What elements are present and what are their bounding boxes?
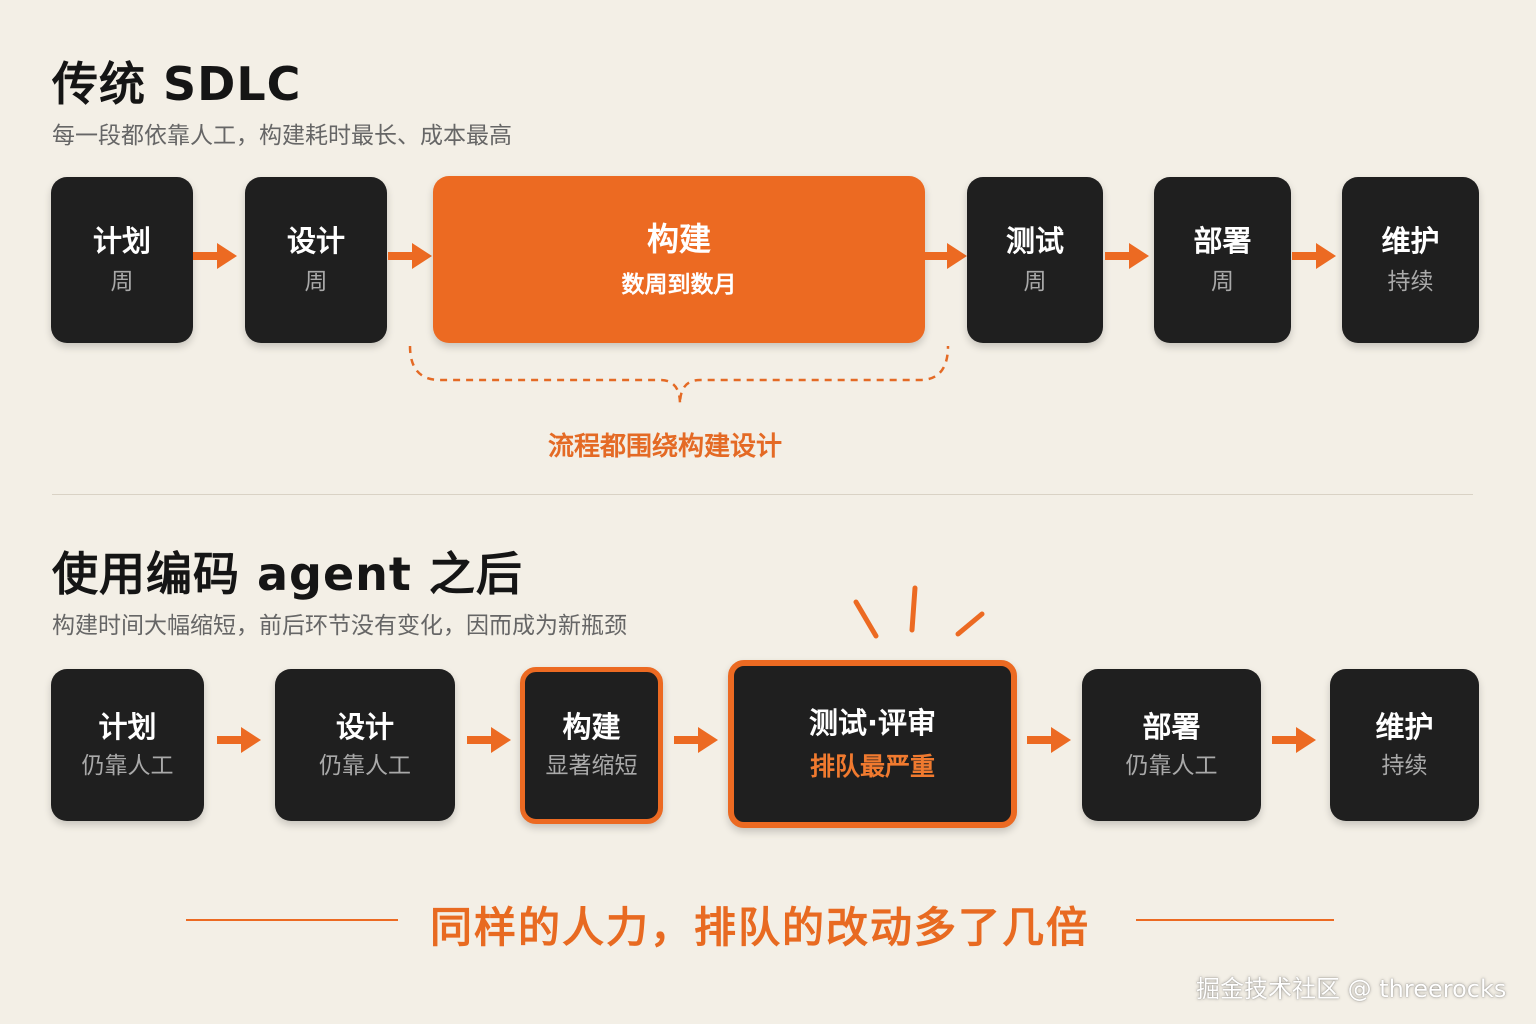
arrow-right-icon (1105, 243, 1149, 269)
step-status: 显著缩短 (545, 753, 638, 780)
brace-note: 流程都围绕构建设计 (548, 432, 783, 462)
arrow-right-icon (674, 727, 718, 753)
section-2-subtitle: 构建时间大幅缩短，前后环节没有变化，因而成为新瓶颈 (52, 613, 627, 639)
step-maintain: 维护 持续 (1330, 669, 1479, 821)
step-maintain: 维护 持续 (1342, 177, 1479, 343)
arrow-right-icon (217, 727, 261, 753)
step-status: 仍靠人工 (319, 752, 411, 779)
step-label: 计划 (92, 223, 151, 258)
step-label: 设计 (335, 709, 394, 744)
step-plan: 计划 仍靠人工 (51, 669, 204, 821)
step-label: 测试·评审 (808, 705, 937, 740)
step-test-review-bottleneck: 测试·评审 排队最严重 (728, 660, 1017, 828)
step-label: 部署 (1193, 223, 1252, 258)
step-duration: 周 (110, 268, 134, 295)
arrow-right-icon (1292, 243, 1336, 269)
step-status: 持续 (1381, 752, 1428, 779)
step-duration: 周 (1023, 268, 1047, 295)
step-status: 仍靠人工 (81, 752, 174, 779)
step-duration: 周 (1211, 268, 1234, 295)
arrow-right-icon (1272, 727, 1316, 753)
step-status: 仍靠人工 (1125, 752, 1218, 779)
step-duration: 持续 (1387, 268, 1434, 295)
step-label: 构建 (646, 219, 711, 258)
arrow-right-icon (1027, 727, 1071, 753)
arrow-right-icon (923, 243, 967, 269)
burst-icon (853, 585, 985, 639)
watermark: 掘金技术社区 @ threerocks (1196, 975, 1507, 1003)
conclusion-text: 同样的人力，排队的改动多了几倍 (430, 903, 1091, 952)
step-design: 设计 周 (245, 177, 387, 343)
step-test: 测试 周 (967, 177, 1103, 343)
brace-icon (408, 345, 950, 405)
conclusion-rule-right (1136, 919, 1334, 921)
step-status: 排队最严重 (809, 752, 935, 782)
step-label: 维护 (1381, 223, 1440, 258)
step-duration: 数周到数月 (621, 271, 737, 298)
step-deploy: 部署 周 (1154, 177, 1291, 343)
step-label: 构建 (562, 710, 621, 745)
conclusion-rule-left (186, 919, 398, 921)
step-duration: 周 (304, 268, 328, 295)
step-plan: 计划 周 (51, 177, 193, 343)
step-label: 设计 (286, 223, 345, 258)
section-1-subtitle: 每一段都依靠人工，构建耗时最长、成本最高 (52, 123, 512, 149)
step-build-highlight: 构建 数周到数月 (433, 176, 925, 343)
step-label: 部署 (1142, 709, 1201, 744)
arrow-right-icon (467, 727, 511, 753)
step-deploy: 部署 仍靠人工 (1082, 669, 1261, 821)
section-1-title: 传统 SDLC (52, 57, 302, 111)
step-design: 设计 仍靠人工 (275, 669, 455, 821)
step-build: 构建 显著缩短 (520, 667, 663, 824)
step-label: 维护 (1375, 709, 1434, 744)
step-label: 计划 (98, 709, 157, 744)
arrow-right-icon (193, 243, 237, 269)
arrow-right-icon (388, 243, 432, 269)
section-divider (52, 494, 1473, 495)
step-label: 测试 (1005, 223, 1064, 258)
section-2-title: 使用编码 agent 之后 (52, 547, 523, 601)
